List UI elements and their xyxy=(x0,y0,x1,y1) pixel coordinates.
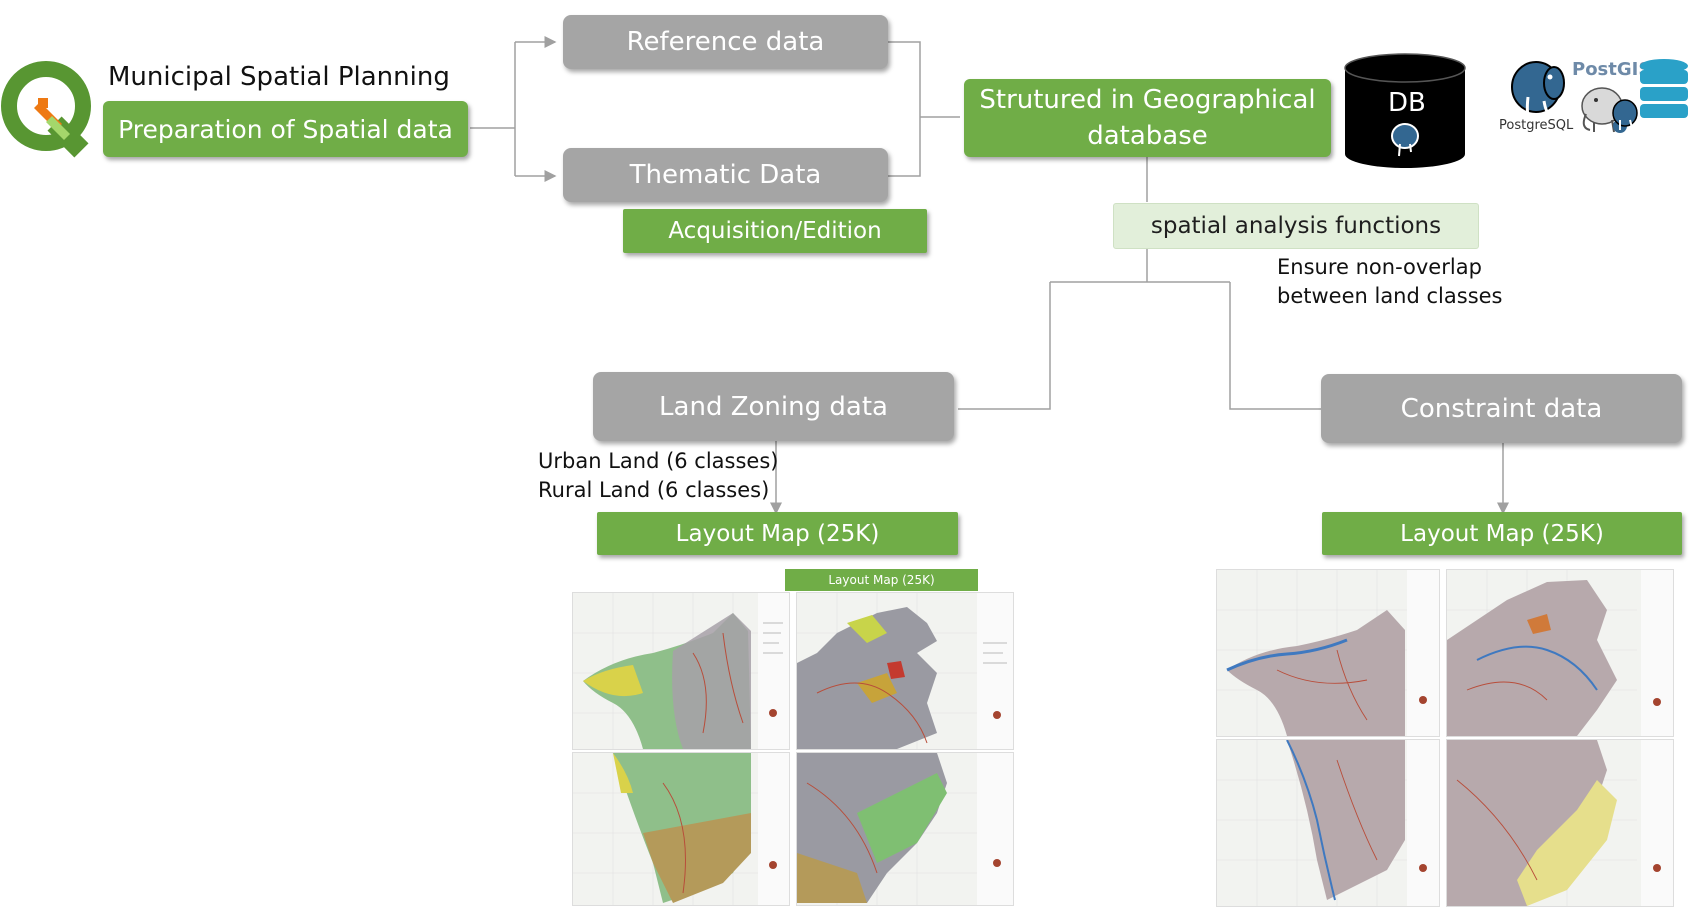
postgresql-small-icon xyxy=(1612,99,1638,130)
postgresql-label: PostgreSQL xyxy=(1499,118,1574,133)
postgis-label: PostGIS xyxy=(1572,59,1652,80)
database-cylinder-icon xyxy=(1344,53,1466,168)
note-line-2: between land classes xyxy=(1277,284,1503,308)
constraint-map-sheet-2 xyxy=(1446,569,1674,737)
non-overlap-note: Ensure non-overlap between land classes xyxy=(1277,253,1503,311)
land-zoning-box: Land Zoning data xyxy=(593,372,954,441)
postgresql-elephant-icon xyxy=(1511,61,1565,122)
zoning-map-sheet-2 xyxy=(796,592,1014,750)
geodatabase-box: Strutured in Geographical database xyxy=(964,79,1331,157)
acquisition-box: Acquisition/Edition xyxy=(623,209,927,253)
spatial-analysis-box: spatial analysis functions xyxy=(1113,203,1479,249)
qgis-logo-icon xyxy=(1,61,91,158)
database-stack-icon xyxy=(1640,59,1688,118)
rural-land-classes: Rural Land (6 classes) xyxy=(538,478,770,502)
zoning-classes: Urban Land (6 classes) Rural Land (6 cla… xyxy=(538,447,779,505)
urban-land-classes: Urban Land (6 classes) xyxy=(538,449,779,473)
preparation-box: Preparation of Spatial data xyxy=(103,101,468,157)
thumbnail-layout-label: Layout Map (25K) xyxy=(785,569,978,591)
constraint-map-sheet-1 xyxy=(1216,569,1440,737)
constraint-layout-map-box: Layout Map (25K) xyxy=(1322,512,1682,555)
zoning-map-sheet-1 xyxy=(572,592,790,750)
zoning-map-sheet-3 xyxy=(572,752,790,906)
diagram-title: Municipal Spatial Planning xyxy=(108,62,450,92)
constraint-data-box: Constraint data xyxy=(1321,374,1682,443)
note-line-1: Ensure non-overlap xyxy=(1277,255,1482,279)
zoning-layout-map-box: Layout Map (25K) xyxy=(597,512,958,555)
constraint-map-sheet-3 xyxy=(1216,739,1440,907)
db-label: DB xyxy=(1388,88,1426,118)
reference-data-box: Reference data xyxy=(563,15,888,69)
constraint-map-sheet-4 xyxy=(1446,739,1674,907)
thematic-data-box: Thematic Data xyxy=(563,148,888,202)
zoning-map-sheet-4 xyxy=(796,752,1014,906)
